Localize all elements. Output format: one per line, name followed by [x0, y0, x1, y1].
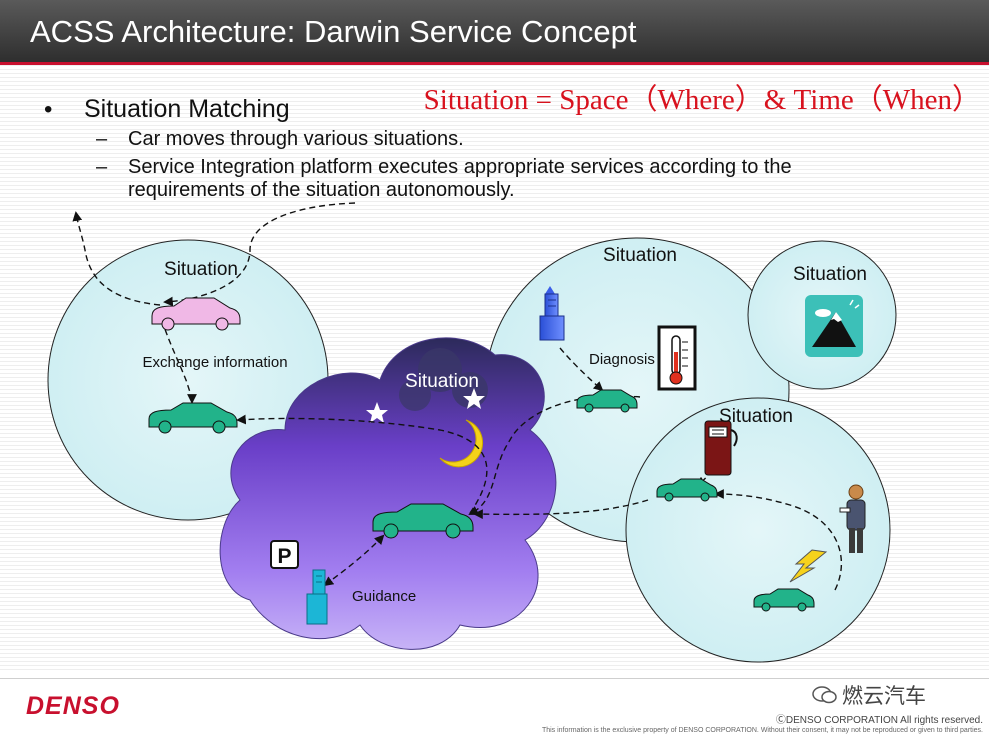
parking-label: P	[277, 545, 291, 568]
wechat-icon	[812, 685, 838, 705]
watermark-text: 燃云汽车	[842, 680, 926, 710]
mountain-icon	[805, 295, 863, 357]
situation-label-right: Situation	[603, 245, 677, 266]
guidance-label: Guidance	[352, 588, 416, 605]
disclaimer-notice: This information is the exclusive proper…	[542, 727, 983, 734]
situation-label-night: Situation	[405, 371, 479, 392]
situation-label-lower-right: Situation	[719, 406, 793, 427]
footer-divider	[0, 678, 989, 679]
denso-logo: DENSO	[26, 692, 120, 721]
situation-label-left: Situation	[164, 259, 238, 280]
watermark: 燃云汽车	[812, 680, 926, 710]
thermometer-icon	[659, 327, 695, 389]
copyright-notice: ⒸDENSO CORPORATION All rights reserved.	[776, 711, 983, 726]
exchange-information-label: Exchange information	[142, 354, 287, 371]
diagnosis-label: Diagnosis	[589, 351, 655, 368]
parking-icon: P	[271, 541, 298, 568]
situation-label-weather: Situation	[793, 264, 867, 285]
